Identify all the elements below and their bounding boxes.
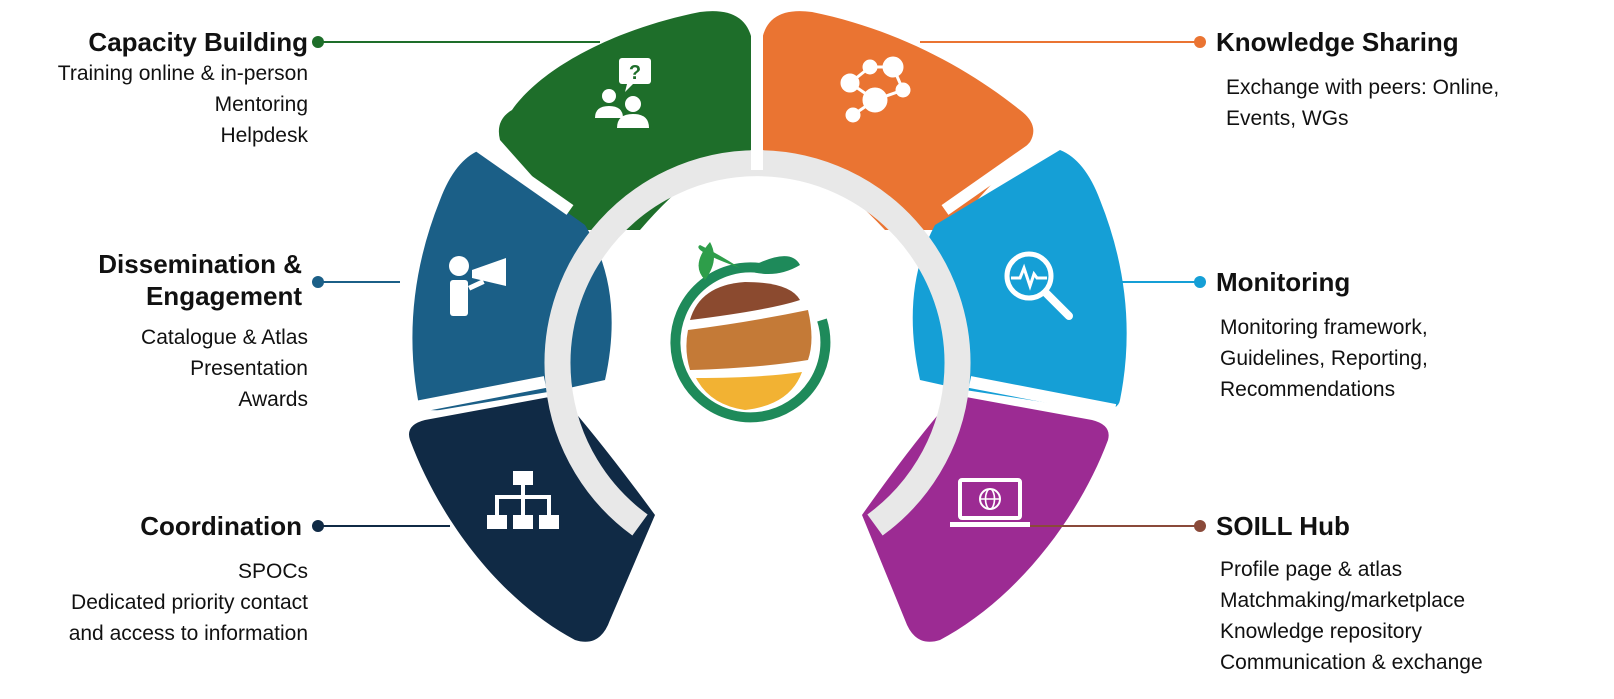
dot-monitoring xyxy=(1194,276,1206,288)
dot-soill-hub xyxy=(1194,520,1206,532)
desc-line: and access to information xyxy=(68,622,308,645)
svg-text:?: ? xyxy=(629,62,641,84)
title-knowledge-sharing: Knowledge Sharing xyxy=(1216,27,1459,57)
desc-line: Exchange with peers: Online, xyxy=(1226,76,1500,99)
desc-line: Communication & exchange xyxy=(1220,651,1483,674)
title-dissemination-line1: Dissemination & xyxy=(98,249,302,279)
dot-knowledge-sharing xyxy=(1194,36,1206,48)
title-coordination: Coordination xyxy=(140,511,302,541)
dot-coordination xyxy=(312,520,324,532)
laptop-globe-icon xyxy=(950,478,1030,527)
dot-capacity-building xyxy=(312,36,324,48)
desc-line: Training online & in-person xyxy=(57,62,308,85)
megaphone-person-icon xyxy=(449,256,506,316)
label-monitoring: Monitoring Monitoring framework, Guideli… xyxy=(1216,266,1428,405)
desc-line: Recommendations xyxy=(1220,378,1396,401)
desc-line: Events, WGs xyxy=(1226,107,1349,130)
label-knowledge-sharing: Knowledge Sharing Exchange with peers: O… xyxy=(1216,26,1499,134)
title-dissemination-line2: Engagement xyxy=(145,281,302,311)
org-chart-icon xyxy=(487,471,559,529)
desc-line: Mentoring xyxy=(214,93,308,116)
desc-line: Presentation xyxy=(190,357,308,380)
people-question-icon: ? xyxy=(595,58,651,128)
desc-line: Guidelines, Reporting, xyxy=(1220,347,1428,370)
desc-line: SPOCs xyxy=(237,560,308,583)
label-capacity-building: Capacity Building Training online & in-p… xyxy=(58,26,308,151)
desc-line: Helpdesk xyxy=(220,124,308,147)
desc-line: Catalogue & Atlas xyxy=(141,326,308,349)
title-monitoring: Monitoring xyxy=(1216,267,1351,297)
desc-line: Dedicated priority contact xyxy=(71,591,308,614)
label-soill-hub: SOILL Hub Profile page & atlas Matchmaki… xyxy=(1216,510,1483,678)
desc-line: Matchmaking/marketplace xyxy=(1220,589,1466,612)
desc-line: Knowledge repository xyxy=(1220,620,1422,643)
desc-line: Monitoring framework, xyxy=(1220,316,1428,339)
label-coordination: Coordination SPOCs Dedicated priority co… xyxy=(69,510,308,649)
label-dissemination: Dissemination & Engagement Catalogue & A… xyxy=(98,248,308,415)
title-capacity-building: Capacity Building xyxy=(88,27,308,57)
desc-line: Awards xyxy=(238,388,308,411)
network-icon xyxy=(840,56,911,123)
leaf-fruit-logo xyxy=(670,242,831,423)
segment-separators xyxy=(398,0,1117,416)
dot-dissemination xyxy=(312,276,324,288)
search-pulse-icon xyxy=(1004,251,1073,320)
desc-line: Profile page & atlas xyxy=(1220,558,1403,581)
title-soill-hub: SOILL Hub xyxy=(1216,511,1350,541)
